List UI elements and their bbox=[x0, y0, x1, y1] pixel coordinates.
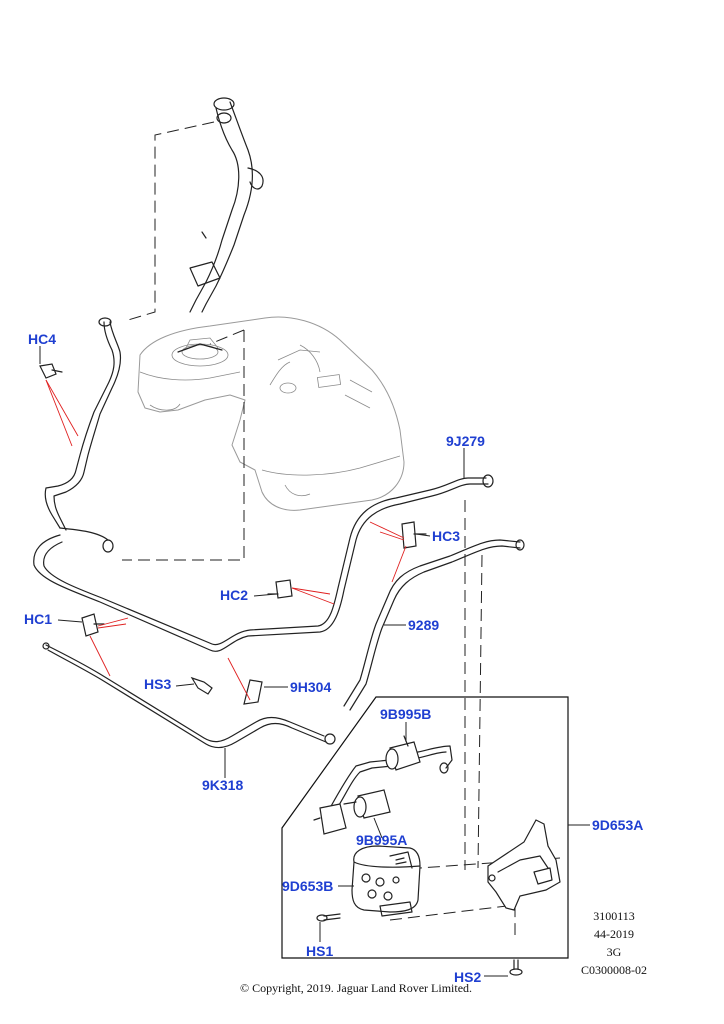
label-hc1: HC1 bbox=[24, 611, 52, 627]
bracket-9d653a-icon bbox=[487, 819, 561, 911]
valve-icon bbox=[313, 803, 347, 835]
label-hs2: HS2 bbox=[454, 969, 481, 985]
canister-9d653b-icon bbox=[351, 845, 421, 917]
ref-date: 44-2019 bbox=[594, 927, 634, 941]
clip-hc1-icon bbox=[81, 613, 105, 637]
copyright-notice: © Copyright, 2019. Jaguar Land Rover Lim… bbox=[240, 981, 472, 995]
bolt-hs1-icon bbox=[316, 913, 341, 922]
filter-9b995a-icon bbox=[343, 789, 391, 819]
label-9h304: 9H304 bbox=[290, 679, 331, 695]
ref-number: 3100113 bbox=[593, 909, 635, 923]
label-9b995b: 9B995B bbox=[380, 706, 431, 722]
label-9j279: 9J279 bbox=[446, 433, 485, 449]
label-hc2: HC2 bbox=[220, 587, 248, 603]
red-leaders bbox=[45, 379, 407, 701]
label-9d653a: 9D653A bbox=[592, 817, 643, 833]
label-hs1: HS1 bbox=[306, 943, 333, 959]
fuel-pipes bbox=[33, 317, 525, 749]
label-hc4: HC4 bbox=[28, 331, 56, 347]
fuel-tank bbox=[137, 316, 405, 511]
screw-hs3-icon bbox=[190, 676, 213, 695]
filter-9b995b-icon bbox=[385, 735, 421, 771]
bolt-hs2-icon bbox=[509, 959, 523, 976]
clip-9h304-icon bbox=[243, 679, 263, 705]
leaders bbox=[39, 346, 590, 977]
label-hs3: HS3 bbox=[144, 676, 171, 692]
label-hc3: HC3 bbox=[432, 528, 460, 544]
label-9289: 9289 bbox=[408, 617, 439, 633]
canister-assembly-box bbox=[281, 696, 569, 959]
filler-pipe bbox=[189, 97, 264, 313]
clip-hc2-icon bbox=[267, 579, 293, 599]
label-9k318: 9K318 bbox=[202, 777, 243, 793]
ref-code: 3G bbox=[607, 945, 622, 959]
label-9b995a: 9B995A bbox=[356, 832, 407, 848]
canister-assembly bbox=[313, 735, 561, 922]
label-9d653b: 9D653B bbox=[282, 878, 333, 894]
clips bbox=[39, 363, 427, 705]
clip-hc4-icon bbox=[39, 363, 63, 379]
ref-drawing-id: C0300008-02 bbox=[581, 963, 647, 977]
